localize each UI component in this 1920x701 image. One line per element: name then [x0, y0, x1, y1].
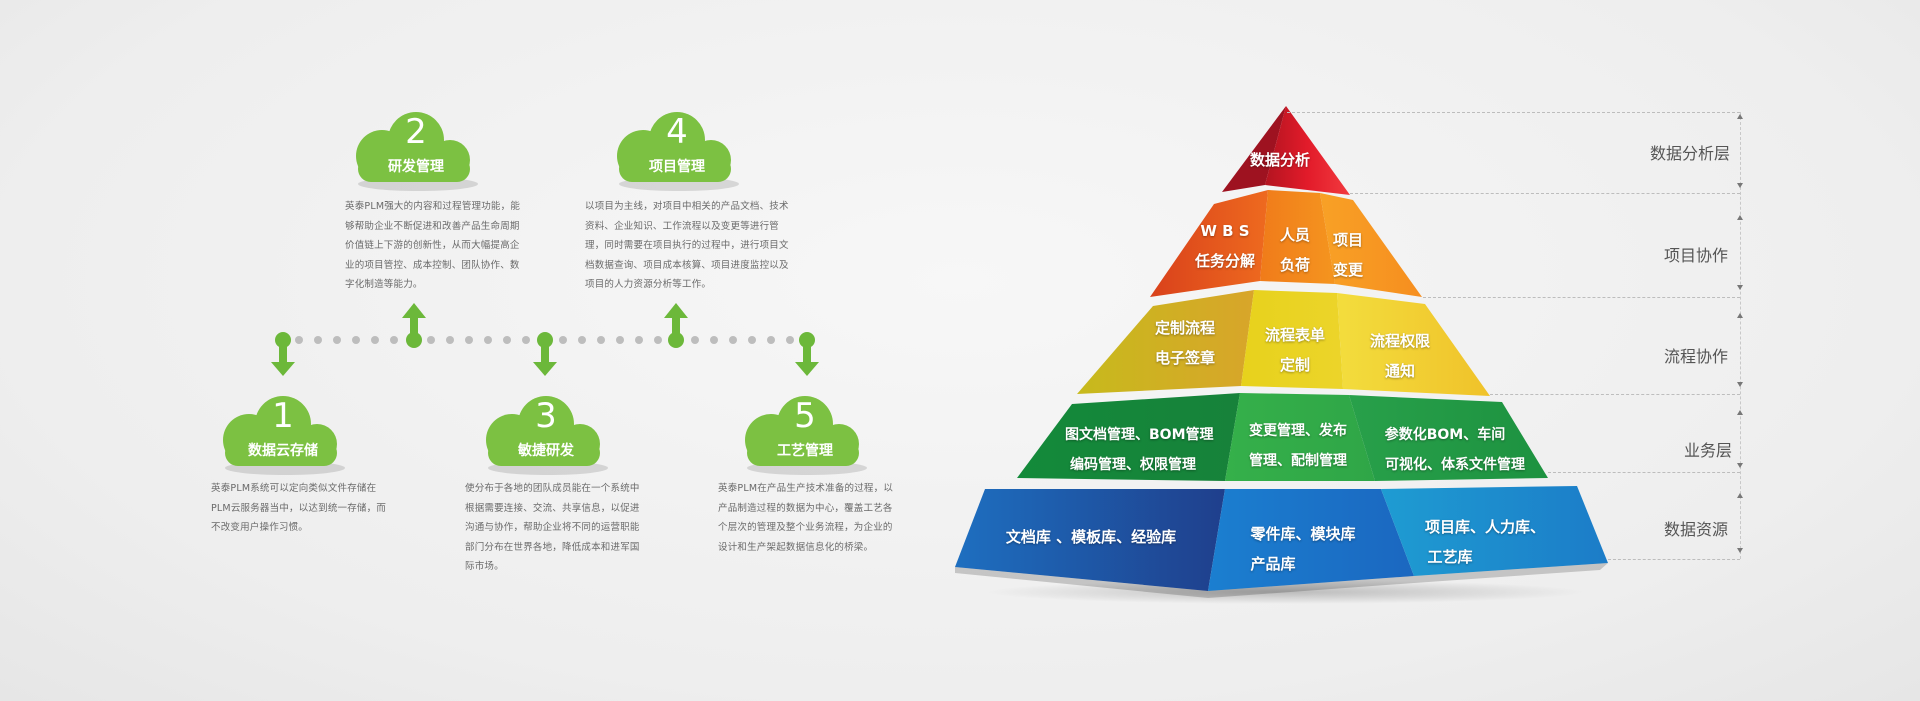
cloud-icon: [745, 396, 867, 475]
tier4-c-line2: 可视化、体系文件管理: [1385, 457, 1525, 473]
guide-line: [1350, 193, 1740, 194]
tier3-b-line2: 定制: [1279, 356, 1310, 374]
layer-name-resource: 数据资源: [1663, 520, 1728, 539]
layer-name-project: 项目协作: [1663, 246, 1728, 265]
timeline-dots: [271, 303, 819, 376]
guide-line: [1548, 472, 1740, 473]
module-title: 工艺管理: [777, 443, 833, 459]
module-title: 敏捷研发: [518, 443, 574, 459]
cloud-module-3: 3 敏捷研发: [476, 394, 616, 478]
tier4-a-line2: 编码管理、权限管理: [1070, 457, 1196, 473]
tier3-c-line1: 流程权限: [1369, 332, 1430, 350]
cloud-icon: [223, 396, 345, 475]
module-number: 3: [535, 396, 557, 436]
tick-up: [1737, 410, 1743, 415]
layer-name-analysis: 数据分析层: [1649, 144, 1730, 163]
tier4-b-line1: 变更管理、发布: [1249, 423, 1347, 439]
tier2-b-line2: 负荷: [1279, 256, 1310, 274]
dimension-line: [1740, 112, 1741, 559]
module-title: 数据云存储: [248, 443, 318, 459]
tier2-c-line1: 项目: [1332, 231, 1363, 249]
cloud-icon: [486, 396, 608, 475]
tick-down: [1737, 382, 1743, 387]
cloud-icon: [356, 112, 478, 191]
tier4-b-line2: 管理、配制管理: [1249, 453, 1347, 469]
tier5-b-line1: 零件库、模块库: [1250, 525, 1356, 543]
tick-up: [1737, 313, 1743, 318]
module-desc: 英泰PLM在产品生产技术准备的过程，以产品制造过程的数据为中心，覆盖工艺各个层次…: [718, 483, 894, 553]
module-desc: 使分布于各地的团队成员能在一个系统中根据需要连接、交流、共享信息，以促进沟通与协…: [465, 483, 640, 572]
guide-line: [1423, 297, 1740, 298]
module-title: 研发管理: [388, 159, 444, 175]
layer-name-business: 业务层: [1683, 441, 1732, 460]
tick-down: [1737, 463, 1743, 468]
layer-name-process: 流程协作: [1663, 347, 1728, 366]
tier2-b-line1: 人员: [1279, 226, 1310, 244]
module-number: 5: [794, 396, 816, 436]
guide-line: [1287, 112, 1740, 113]
cloud-icon: [617, 112, 739, 191]
tick-down: [1737, 548, 1743, 553]
tier5-c-line1: 项目库、人力库、: [1424, 518, 1545, 536]
module-desc: 英泰PLM系统可以定向类似文件存储在PLM云服务器当中，以达到统一存储，而不改变…: [211, 483, 387, 533]
tier5-b-line2: 产品库: [1250, 555, 1296, 573]
tier5-a: 文档库 、模板库、经验库: [1005, 528, 1177, 546]
tier5-c-line2: 工艺库: [1427, 548, 1473, 566]
tier3-a-line1: 定制流程: [1154, 319, 1215, 337]
tick-up: [1737, 493, 1743, 498]
cloud-module-1: 1 数据云存储: [213, 394, 353, 478]
tick-down: [1737, 285, 1743, 290]
module-title: 项目管理: [649, 159, 705, 175]
tick-up: [1737, 215, 1743, 220]
tier4-c-line1: 参数化BOM、车间: [1384, 427, 1506, 443]
cloud-module-4: 4 项目管理: [607, 110, 747, 194]
module-desc: 以项目为主线，对项目中相关的产品文档、技术资料、企业知识、工作流程以及变更等进行…: [585, 201, 789, 290]
tier1-label: 数据分析: [1250, 151, 1311, 169]
tick-up: [1737, 114, 1743, 119]
guide-line: [1490, 394, 1740, 395]
cloud-module-2: 2 研发管理: [346, 110, 486, 194]
guide-line: [1608, 559, 1740, 560]
module-desc: 英泰PLM强大的内容和过程管理功能，能够帮助企业不断促进和改善产品生命周期价值链…: [345, 201, 521, 290]
tier2-a-line2: 任务分解: [1194, 252, 1255, 270]
tier2-c-line2: 变更: [1332, 261, 1363, 279]
cloud-module-5: 5 工艺管理: [735, 394, 875, 478]
tier3-c-line2: 通知: [1384, 362, 1415, 380]
tick-down: [1737, 183, 1743, 188]
tier2-a-line1: W B S: [1200, 222, 1250, 240]
tier3-b-line1: 流程表单: [1264, 326, 1325, 344]
module-number: 2: [405, 112, 427, 152]
tier3-a-line2: 电子签章: [1154, 349, 1215, 367]
module-number: 1: [272, 396, 294, 436]
tier4-a-line1: 图文档管理、BOM管理: [1065, 427, 1214, 443]
module-number: 4: [666, 112, 688, 152]
